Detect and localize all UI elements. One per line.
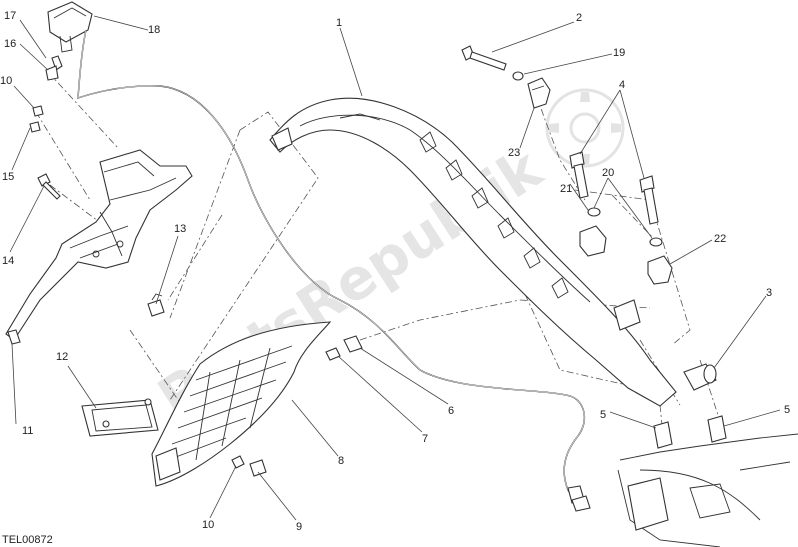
callout-16: 16 [4, 38, 16, 50]
callout-13: 13 [174, 223, 186, 235]
spacer-3[interactable] [683, 363, 717, 391]
plate-holder-bracket[interactable] [5, 149, 193, 345]
watermark-gear-icon [545, 88, 625, 168]
callout-labels: 17 16 10 15 14 11 18 13 12 1 2 19 23 4 2… [0, 10, 790, 533]
screw-15[interactable] [29, 121, 41, 133]
callout-4: 4 [619, 79, 625, 91]
callout-23: 23 [508, 147, 520, 159]
washer-20-right[interactable] [649, 237, 663, 247]
callout-18: 18 [148, 24, 160, 36]
callout-6: 6 [448, 405, 454, 417]
spacer-9[interactable] [249, 459, 267, 477]
bushing-5-right[interactable] [707, 415, 727, 443]
bushing-22[interactable] [647, 255, 673, 285]
callout-2: 2 [576, 12, 582, 24]
clip-23[interactable] [527, 77, 551, 109]
callout-11: 11 [22, 425, 33, 437]
callout-5-right: 5 [784, 404, 790, 416]
wire-connector[interactable] [45, 65, 59, 81]
callout-10-bottom: 10 [202, 519, 214, 531]
callout-22: 22 [714, 233, 726, 245]
reflector-12[interactable] [81, 398, 159, 437]
rear-frame[interactable] [269, 97, 677, 407]
bolt-14[interactable] [37, 173, 61, 200]
callout-9: 9 [296, 521, 302, 533]
callout-10-top: 10 [0, 75, 12, 87]
callout-17: 17 [4, 10, 16, 22]
callout-5-left: 5 [600, 409, 606, 421]
drawing-code: TEL00872 [2, 534, 53, 546]
callout-20: 20 [602, 167, 614, 179]
bushing-21[interactable] [579, 225, 607, 257]
callout-19: 19 [613, 47, 625, 59]
bushing-5-left[interactable] [653, 421, 673, 449]
callout-12: 12 [56, 351, 68, 363]
callout-3: 3 [766, 287, 772, 299]
bolt-2[interactable] [461, 45, 507, 71]
callout-15: 15 [2, 171, 14, 183]
wiring-cable [77, 29, 591, 512]
bolt-4-right[interactable] [639, 175, 659, 225]
spacer-13[interactable] [147, 293, 165, 317]
screw-7[interactable] [325, 347, 341, 361]
plate-light-cover[interactable] [151, 321, 332, 487]
callout-7: 7 [422, 433, 428, 445]
bolt-4-left[interactable] [569, 151, 589, 199]
callout-1: 1 [336, 17, 342, 29]
callout-14: 14 [2, 255, 14, 267]
washer-20-left[interactable] [587, 207, 601, 217]
clamp-6[interactable] [343, 335, 363, 353]
callout-8: 8 [338, 455, 344, 467]
subframe-section [617, 433, 798, 547]
nut-10-bottom[interactable] [231, 455, 245, 469]
callout-21: 21 [560, 183, 572, 195]
nut-10[interactable] [32, 105, 44, 117]
washer-19[interactable] [512, 71, 524, 81]
leader-lines [9, 15, 781, 521]
